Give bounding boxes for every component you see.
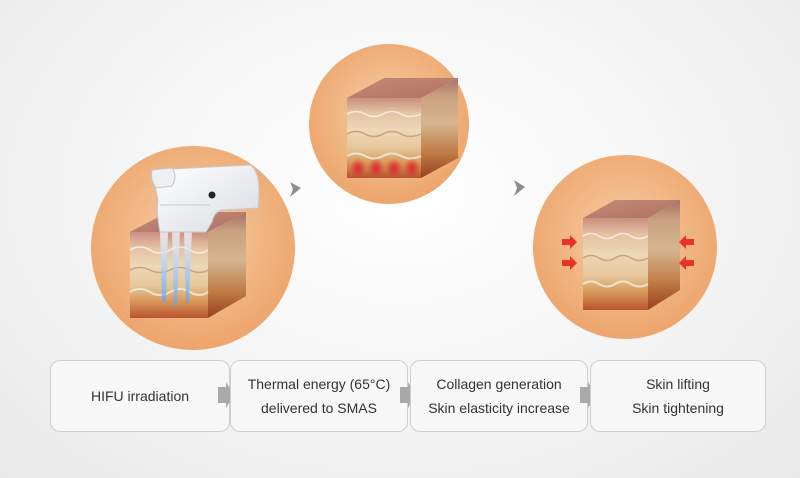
step-box-collagen-generation: Collagen generation Skin elasticity incr… <box>410 360 588 432</box>
step-4-line-2: Skin tightening <box>632 400 724 416</box>
heat-spots <box>350 158 420 178</box>
step-box-thermal-energy: Thermal energy (65°C) delivered to SMAS <box>230 360 408 432</box>
skin-block-2 <box>346 78 458 178</box>
heat-spot <box>368 158 384 178</box>
step-2-line-2: delivered to SMAS <box>261 400 377 416</box>
compress-arrow-right <box>562 235 577 249</box>
step-3-line-1: Collagen generation <box>436 376 562 392</box>
compress-arrow-left <box>679 235 694 249</box>
heat-spot <box>386 158 402 178</box>
step-box-skin-lifting: Skin lifting Skin tightening <box>590 360 766 432</box>
heat-spot <box>404 158 420 178</box>
skin-block-3 <box>582 200 680 310</box>
compression-arrows <box>562 235 694 270</box>
stage-arrow-2 <box>514 180 525 196</box>
step-box-hifu-irradiation: HIFU irradiation <box>50 360 230 432</box>
stage-arrow-1 <box>290 182 301 197</box>
heat-spot <box>350 158 366 178</box>
hifu-handpiece <box>151 164 260 233</box>
compress-arrow-left <box>679 256 694 270</box>
step-3-line-2: Skin elasticity increase <box>428 400 570 416</box>
stage-1-illustration <box>91 146 295 350</box>
compress-arrow-right <box>562 256 577 270</box>
stage-3-illustration <box>533 155 717 339</box>
step-2-line-1: Thermal energy (65°C) <box>247 376 391 392</box>
step-4-line-1: Skin lifting <box>646 376 710 392</box>
stage-2-illustration <box>309 44 469 204</box>
step-1-line-1: HIFU irradiation <box>90 388 190 404</box>
